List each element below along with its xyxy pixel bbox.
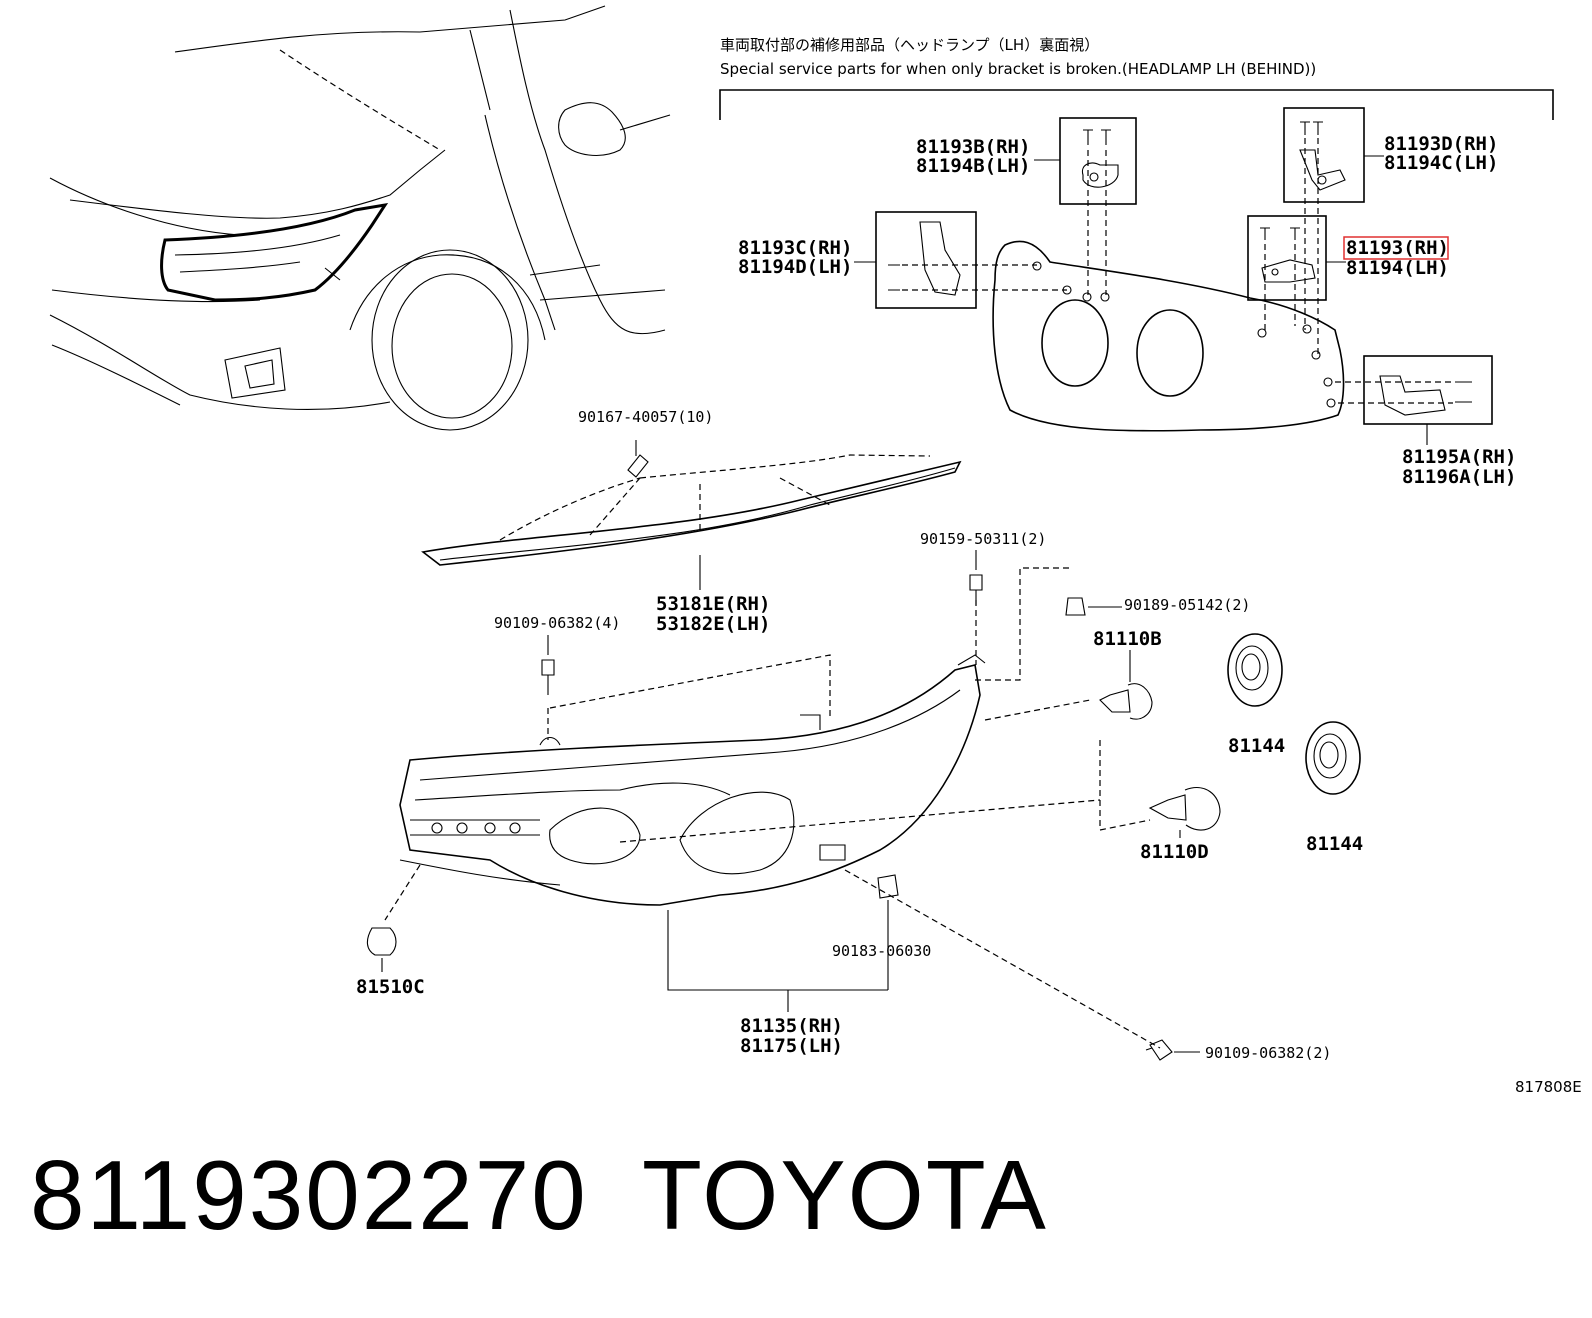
label-81193c-rh: 81193C(RH): [738, 237, 852, 259]
label-90167: 90167-40057(10): [578, 408, 713, 426]
lens-round-left: [1041, 299, 1109, 387]
label-90189: 90189-05142(2): [1124, 596, 1250, 614]
label-81110d: 81110D: [1140, 841, 1209, 863]
label-81193d-rh: 81193D(RH): [1384, 133, 1498, 155]
cap-81144-b: [1305, 721, 1361, 795]
moulding-53181e: [421, 440, 962, 566]
label-81135-rh: 81135(RH): [740, 1015, 843, 1037]
label-81510c: 81510C: [356, 976, 425, 998]
clip-90183: [877, 874, 899, 899]
headlamp-assembly: [399, 654, 986, 906]
label-81194b-lh: 81194B(LH): [916, 155, 1030, 177]
label-81195a-rh: 81195A(RH): [1402, 446, 1516, 468]
car-front-illustration: [49, 5, 671, 431]
highlight-box-81193: [1343, 236, 1449, 260]
section-title-jp: 車両取付部の補修用部品（ヘッドランプ（LH）裏面視）: [720, 36, 1099, 54]
footer: 8119302270 TOYOTA: [30, 1140, 1570, 1270]
bracket-81195a: [1335, 355, 1493, 425]
fastener-90159: [969, 574, 983, 605]
label-81175-lh: 81175(LH): [740, 1035, 843, 1057]
cap-81144-a: [1227, 633, 1283, 707]
bulb-81510c: [366, 927, 397, 956]
label-81193-rh: 81193(RH): [1346, 237, 1449, 259]
leader-81135: [667, 910, 888, 991]
fastener-90109-a: [541, 659, 555, 695]
headlamp-back-outline: [992, 240, 1345, 432]
label-90183: 90183-06030: [832, 942, 931, 960]
label-53182e-lh: 53182E(LH): [656, 613, 770, 635]
label-81194d-lh: 81194D(LH): [738, 256, 852, 278]
bulb-81110d: [1148, 787, 1221, 831]
label-53181e-rh: 53181E(RH): [656, 593, 770, 615]
bracket-81193: [1247, 215, 1327, 330]
brand-name: TOYOTA: [642, 1140, 1048, 1250]
parts-diagram: 車両取付部の補修用部品（ヘッドランプ（LH）裏面視） Special servi…: [49, 5, 1582, 1096]
section-bracket-line: [719, 89, 1554, 120]
label-81144-b: 81144: [1306, 833, 1363, 855]
service-parts-section: 車両取付部の補修用部品（ヘッドランプ（LH）裏面視） Special servi…: [719, 36, 1554, 488]
label-90159: 90159-50311(2): [920, 530, 1046, 548]
lens-round-right: [1136, 309, 1204, 397]
label-81193b-rh: 81193B(RH): [916, 136, 1030, 158]
mount-holes: [1032, 261, 1336, 408]
label-81144-a: 81144: [1228, 735, 1285, 757]
diagram-code: 817808E: [1515, 1078, 1582, 1096]
label-81194-lh: 81194(LH): [1346, 257, 1449, 279]
clip-90189: [1065, 597, 1086, 616]
bracket-81193c: [875, 211, 1067, 309]
label-81110b: 81110B: [1093, 628, 1162, 650]
bracket-81193b: [1059, 117, 1137, 295]
part-number: 8119302270: [30, 1140, 588, 1250]
fastener-90109-b: [1145, 1039, 1173, 1061]
label-90109-b: 90109-06382(2): [1205, 1044, 1331, 1062]
bracket-81193d: [1283, 107, 1365, 355]
label-90109-a: 90109-06382(4): [494, 614, 620, 632]
section-title-en: Special service parts for when only brac…: [720, 60, 1316, 78]
label-81196a-lh: 81196A(LH): [1402, 466, 1516, 488]
bulb-81110b: [1099, 683, 1153, 720]
label-81194c-lh: 81194C(LH): [1384, 152, 1498, 174]
